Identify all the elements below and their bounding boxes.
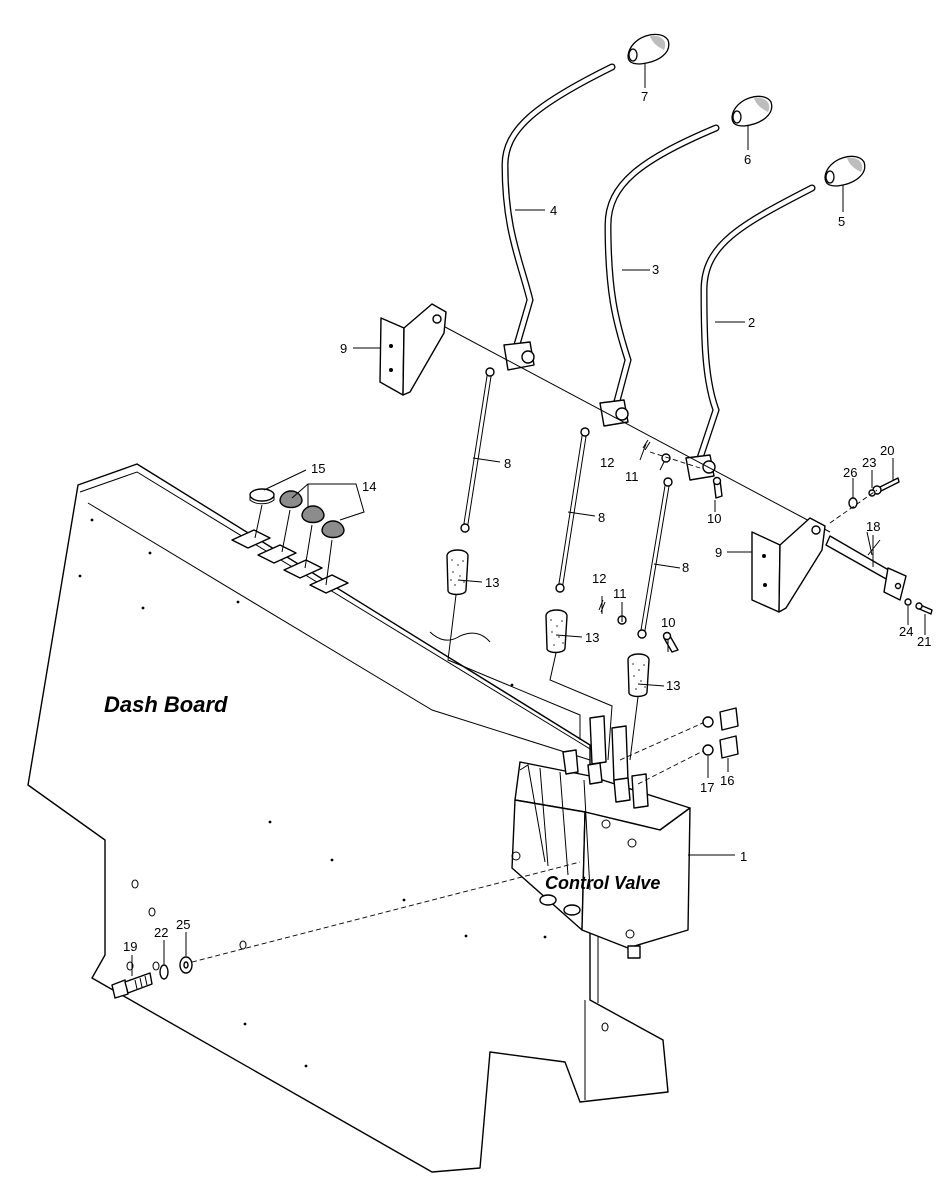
lever-4 <box>501 63 616 371</box>
callout-6: 6 <box>744 152 751 167</box>
control-valve-label: Control Valve <box>545 873 660 893</box>
bracket-9-left <box>379 303 447 396</box>
callout-12-upper: 12 <box>600 455 614 470</box>
callout-19: 19 <box>123 939 137 954</box>
knob-6 <box>731 95 773 127</box>
dash-board-label: Dash Board <box>104 692 228 717</box>
sleeve-13-left <box>446 549 581 740</box>
callout-15: 15 <box>311 461 325 476</box>
hardware-right <box>829 477 933 615</box>
callout-7: 7 <box>641 89 648 104</box>
callout-9-left: 9 <box>340 341 347 356</box>
callout-13-middle: 13 <box>585 630 599 645</box>
lever-2 <box>685 184 816 481</box>
callout-17: 17 <box>700 780 714 795</box>
callout-3: 3 <box>652 262 659 277</box>
bracket-9-right <box>751 517 826 613</box>
callout-25: 25 <box>176 917 190 932</box>
callout-numbers: 1 2 3 4 5 6 7 8 8 8 9 9 10 10 11 11 12 1… <box>123 89 931 954</box>
plug-15 <box>249 488 275 539</box>
callout-18: 18 <box>866 519 880 534</box>
callout-5: 5 <box>838 214 845 229</box>
callout-20: 20 <box>880 443 894 458</box>
lever-3 <box>599 124 720 427</box>
link-rod-8-middle <box>555 427 590 593</box>
callout-21: 21 <box>917 634 931 649</box>
callout-4: 4 <box>550 203 557 218</box>
callout-9-right: 9 <box>715 545 722 560</box>
callout-11-lower: 11 <box>613 586 627 601</box>
callout-8-middle: 8 <box>598 510 605 525</box>
callout-11-upper: 11 <box>625 469 639 484</box>
knob-5 <box>824 155 866 187</box>
callout-22: 22 <box>154 925 168 940</box>
bolt-19 <box>111 861 581 999</box>
leader-lines <box>131 63 926 976</box>
callout-16: 16 <box>720 773 734 788</box>
callout-23: 23 <box>862 455 876 470</box>
callout-1: 1 <box>740 849 747 864</box>
link-rod-8-right <box>637 477 673 639</box>
callout-13-left: 13 <box>485 575 499 590</box>
callout-24: 24 <box>899 624 913 639</box>
control-valve-1 <box>511 707 739 959</box>
callout-14: 14 <box>362 479 376 494</box>
callout-8-right: 8 <box>682 560 689 575</box>
sleeve-13-right <box>627 653 650 761</box>
callout-10-upper: 10 <box>707 511 721 526</box>
grommets-14 <box>279 490 345 586</box>
callout-2: 2 <box>748 315 755 330</box>
callout-13-right: 13 <box>666 678 680 693</box>
shaft-18 <box>825 535 907 601</box>
callout-8-left: 8 <box>504 456 511 471</box>
dash-board-panel <box>27 463 669 1173</box>
callout-10-lower: 10 <box>661 615 675 630</box>
link-rod-8-left <box>460 367 495 533</box>
callout-12-lower: 12 <box>592 571 606 586</box>
sleeve-13-middle <box>545 609 613 761</box>
knob-7 <box>627 33 670 65</box>
callout-26: 26 <box>843 465 857 480</box>
